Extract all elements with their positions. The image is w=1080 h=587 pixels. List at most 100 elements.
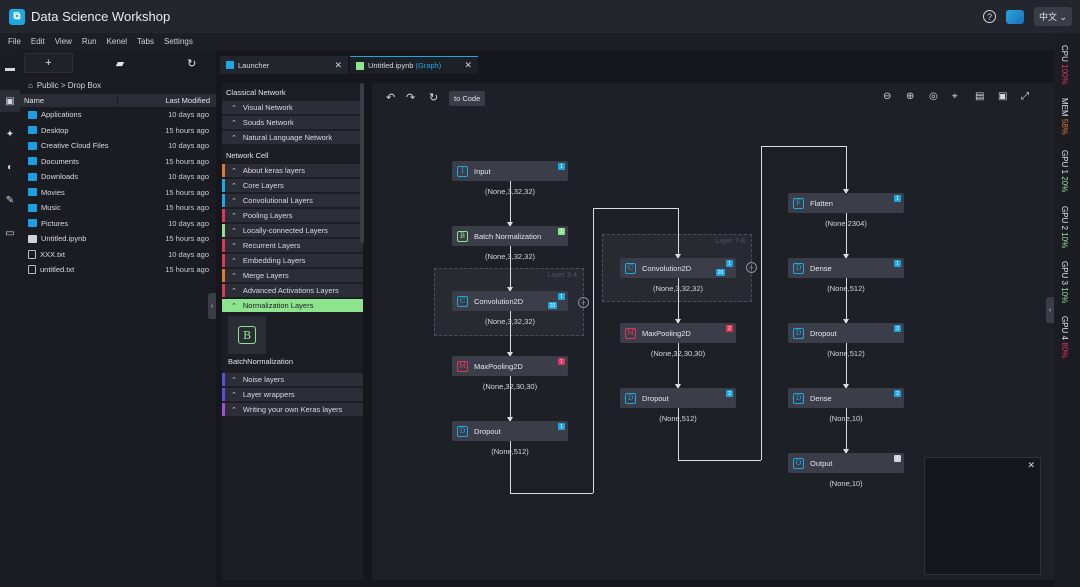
palette-item[interactable]: ⌃Natural Language Network: [222, 131, 363, 144]
layer-count-badge: 3: [894, 325, 901, 332]
new-folder-button[interactable]: ▰: [96, 53, 145, 73]
runner-icon[interactable]: ✦: [5, 128, 15, 140]
wrench-icon[interactable]: ✎: [5, 194, 15, 206]
tabs-icon[interactable]: ▭: [5, 227, 15, 239]
folder-plus-icon: ▰: [115, 57, 125, 70]
palette-icon[interactable]: ◐: [6, 161, 14, 173]
zoom-out-icon[interactable]: ⊖: [883, 91, 892, 102]
edge-arrow: [675, 384, 681, 389]
minimap[interactable]: ✕: [924, 457, 1041, 575]
frame-icon[interactable]: ▣: [998, 91, 1008, 102]
new-launcher-button[interactable]: +: [24, 53, 73, 73]
file-name: untitled.txt: [40, 265, 75, 275]
fullscreen-icon[interactable]: ⤢: [1021, 91, 1029, 102]
expand-group-icon[interactable]: +: [578, 297, 589, 308]
chevron-up-icon: ⌃: [231, 119, 237, 127]
to-code-button[interactable]: to Code: [449, 91, 486, 106]
home-icon[interactable]: ⌂: [28, 80, 33, 90]
collapse-right-handle[interactable]: ‹: [1046, 297, 1054, 323]
layer-label: MaxPooling2D: [642, 328, 691, 338]
palette-item[interactable]: ⌃Convolutional Layers: [222, 194, 363, 207]
tab-notebook[interactable]: Untitled.ipynb (Graph) ✕: [350, 56, 478, 74]
layer-count-badge: 1: [726, 260, 733, 267]
fit-icon[interactable]: ⌖: [952, 91, 958, 102]
refresh-button[interactable]: ↻: [167, 53, 216, 73]
language-select[interactable]: 中文 ⌄: [1033, 7, 1072, 26]
palette-item[interactable]: ⌃Pooling Layers: [222, 209, 363, 222]
redo-icon[interactable]: ↷: [406, 92, 416, 104]
palette-item[interactable]: ⌃Writing your own Keras layers: [222, 403, 363, 416]
palette-item[interactable]: ⌃Advanced Activations Layers: [222, 284, 363, 297]
output-shape: (None,512): [491, 447, 529, 456]
refresh-icon[interactable]: ↻: [429, 92, 439, 104]
close-icon[interactable]: ✕: [464, 60, 472, 70]
column-name[interactable]: Name: [20, 94, 118, 107]
column-last-modified[interactable]: Last Modified: [165, 96, 210, 105]
menu-view[interactable]: View: [54, 37, 72, 46]
breadcrumb-path[interactable]: Public > Drop Box: [36, 80, 102, 90]
palette-item[interactable]: ⌃Locally-connected Layers: [222, 224, 363, 237]
menu-file[interactable]: File: [8, 37, 21, 46]
edge-segment: [510, 441, 511, 493]
menu-tabs[interactable]: Tabs: [137, 37, 154, 46]
close-icon[interactable]: ✕: [1027, 460, 1035, 470]
layer-label: Dense: [810, 263, 832, 273]
help-icon[interactable]: ?: [982, 10, 996, 23]
palette-item[interactable]: ⌃Recurrent Layers: [222, 239, 363, 252]
compass-icon[interactable]: ◎: [929, 91, 938, 102]
menu-settings[interactable]: Settings: [163, 37, 193, 46]
palette-item[interactable]: ⌃Noise layers: [222, 373, 363, 386]
folder-icon[interactable]: ▬: [5, 62, 15, 74]
undo-icon[interactable]: ↶: [386, 92, 396, 104]
palette-item-normalization[interactable]: ⌃ Normalization Layers: [222, 299, 363, 312]
palette-item[interactable]: ⌃Visual Network: [222, 101, 363, 114]
layout-icon[interactable]: ▤: [975, 91, 985, 102]
palette-scrollbar[interactable]: [360, 83, 364, 243]
graph-canvas[interactable]: ↶ ↷ ↻ to Code ⊖ ⊕ ◎ ⌖ ▤ ▣ ⤢ Layer 3-4 + …: [372, 83, 1054, 580]
menu-run[interactable]: Run: [81, 37, 97, 46]
close-icon[interactable]: ✕: [334, 59, 342, 70]
palette-item[interactable]: ⌃Layer wrappers: [222, 388, 363, 401]
zoom-in-icon[interactable]: ⊕: [906, 91, 915, 102]
palette-item[interactable]: ⌃Core Layers: [222, 179, 363, 192]
stat-value: 80%: [1060, 342, 1069, 359]
palette-item[interactable]: ⌃About keras layers: [222, 164, 363, 177]
palette-item[interactable]: ⌃Merge Layers: [222, 269, 363, 282]
batchnorm-card[interactable]: B: [228, 316, 266, 354]
running-icon[interactable]: ▣: [0, 90, 20, 112]
palette-item[interactable]: ⌃Souds Network: [222, 116, 363, 129]
menu-edit[interactable]: Edit: [30, 37, 45, 46]
palette-item[interactable]: ⌃Embedding Layers: [222, 254, 363, 267]
collapse-left-handle[interactable]: ‹: [208, 293, 216, 319]
expand-group-icon[interactable]: +: [746, 262, 757, 273]
menu-kenel[interactable]: Kenel: [106, 37, 128, 46]
folder-icon: [28, 126, 37, 135]
tab-launcher[interactable]: Launcher ✕: [220, 56, 348, 74]
brand-icon[interactable]: [1005, 9, 1024, 24]
edge-segment: [593, 208, 678, 209]
